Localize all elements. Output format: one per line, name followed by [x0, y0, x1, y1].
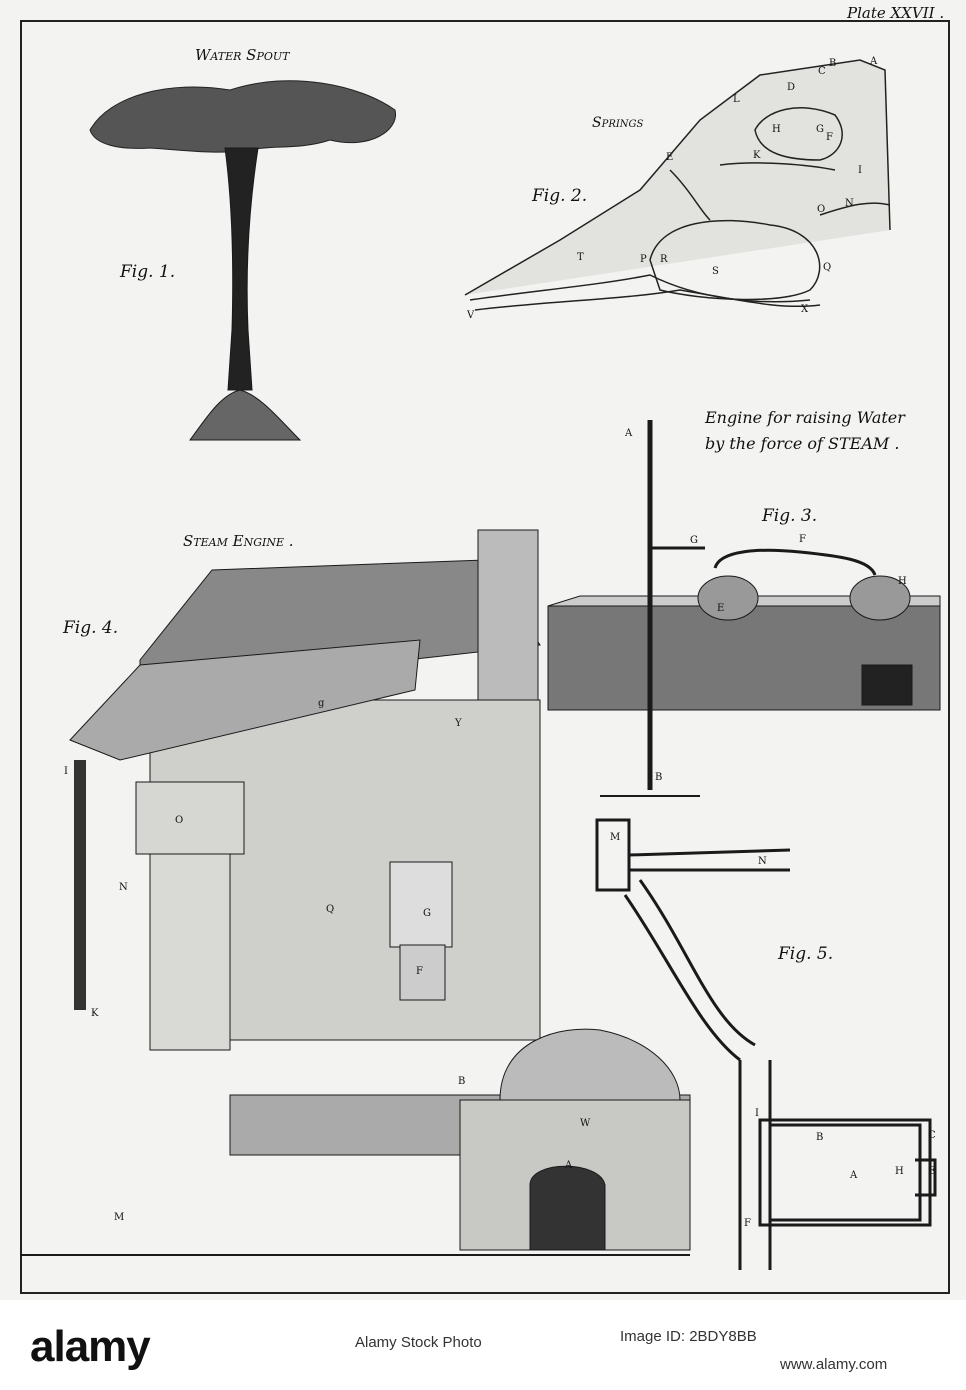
fig2-letter: P — [640, 254, 647, 265]
fig4-label: Fig. 4. — [63, 618, 119, 638]
site-url: www.alamy.com — [780, 1356, 888, 1373]
water-spout-drawing — [89, 80, 396, 441]
fig5-letter: F — [744, 1218, 751, 1229]
engraving-plate: Plate XXVII . Water Spout Fig. 1. Spring… — [0, 0, 966, 1300]
fig1-label: Fig. 1. — [120, 262, 176, 282]
fig3-letter: E — [717, 603, 725, 614]
plate-number: Plate XXVII . — [847, 4, 945, 22]
fig5-letter: A — [850, 1170, 858, 1181]
fig4-letter: N — [119, 882, 128, 893]
fig2-letter: T — [577, 252, 584, 263]
fig2-letter: V — [467, 310, 475, 321]
fig2-label: Fig. 2. — [532, 186, 588, 206]
fig5-letter: B — [816, 1132, 824, 1143]
fig4-letter: B — [458, 1076, 466, 1087]
steam-fountain-drawing — [547, 420, 941, 797]
fig2-letter: E — [666, 152, 674, 163]
fig4-letter: I — [64, 766, 68, 777]
springs-drawing — [464, 59, 891, 311]
fig3-letter: G — [690, 535, 698, 546]
fig2-letter: O — [817, 204, 826, 215]
fig2-letter: H — [772, 124, 781, 135]
fig2-letter: S — [712, 266, 719, 277]
image-id: Image ID: 2BDY8BB — [620, 1328, 757, 1345]
fig4-letter: A — [565, 1160, 573, 1171]
fig4-letter: M — [114, 1212, 125, 1223]
fig2-letter: N — [845, 198, 854, 209]
fig2-letter: A — [870, 56, 878, 67]
engraving-illustration — [20, 59, 941, 1270]
fig4-letter: g — [318, 698, 325, 709]
watermark-bar — [0, 1300, 966, 1390]
fig2-letter: B — [829, 58, 837, 69]
fig2-letter: F — [826, 132, 833, 143]
fig2-letter: Q — [823, 262, 832, 273]
alamy-logo: alamy — [30, 1322, 151, 1371]
fig4-title: Steam Engine . — [183, 532, 294, 550]
fig2-letter: R — [660, 254, 668, 265]
fig5-letter: I — [755, 1108, 759, 1119]
fig3-letter: F — [799, 534, 806, 545]
fig2-letter: C — [818, 66, 826, 77]
fig5-label: Fig. 5. — [778, 944, 834, 964]
fig4-letter: O — [175, 815, 184, 826]
fig4-letter: F — [416, 966, 423, 977]
fig2-letter: D — [787, 82, 796, 93]
stock-photo-text: Alamy Stock Photo — [355, 1334, 482, 1351]
fig2-letter: G — [816, 124, 824, 135]
fig2-letter: K — [753, 150, 761, 161]
fig2-letter: X — [801, 304, 809, 315]
fig3-title-line2: by the force of STEAM . — [705, 434, 900, 453]
fig3-letter: B — [655, 772, 663, 783]
fig4-letter: K — [91, 1008, 99, 1019]
fig3-letter: A — [625, 428, 633, 439]
fig4-letter: Y — [455, 718, 462, 729]
fig3-letter: H — [898, 576, 907, 587]
steam-engine-drawing — [20, 529, 691, 1256]
fig2-letter: L — [733, 94, 740, 105]
fig4-letter: G — [423, 908, 431, 919]
pipe-diagram-drawing — [595, 818, 937, 1270]
fig2-title: Springs — [592, 115, 644, 131]
fig5-letter: N — [758, 856, 767, 867]
fig1-title: Water Spout — [195, 46, 290, 64]
fig4-letter: Q — [326, 904, 335, 915]
fig3-label: Fig. 3. — [762, 506, 818, 526]
fig5-letter: M — [610, 832, 621, 843]
plate-border — [20, 20, 950, 1294]
fig5-letter: E — [928, 1166, 936, 1177]
fig5-letter: C — [928, 1130, 936, 1141]
fig4-letter: W — [580, 1118, 591, 1129]
fig2-letter: I — [858, 165, 862, 176]
fig5-letter: H — [895, 1166, 904, 1177]
fig3-title-line1: Engine for raising Water — [705, 408, 905, 427]
